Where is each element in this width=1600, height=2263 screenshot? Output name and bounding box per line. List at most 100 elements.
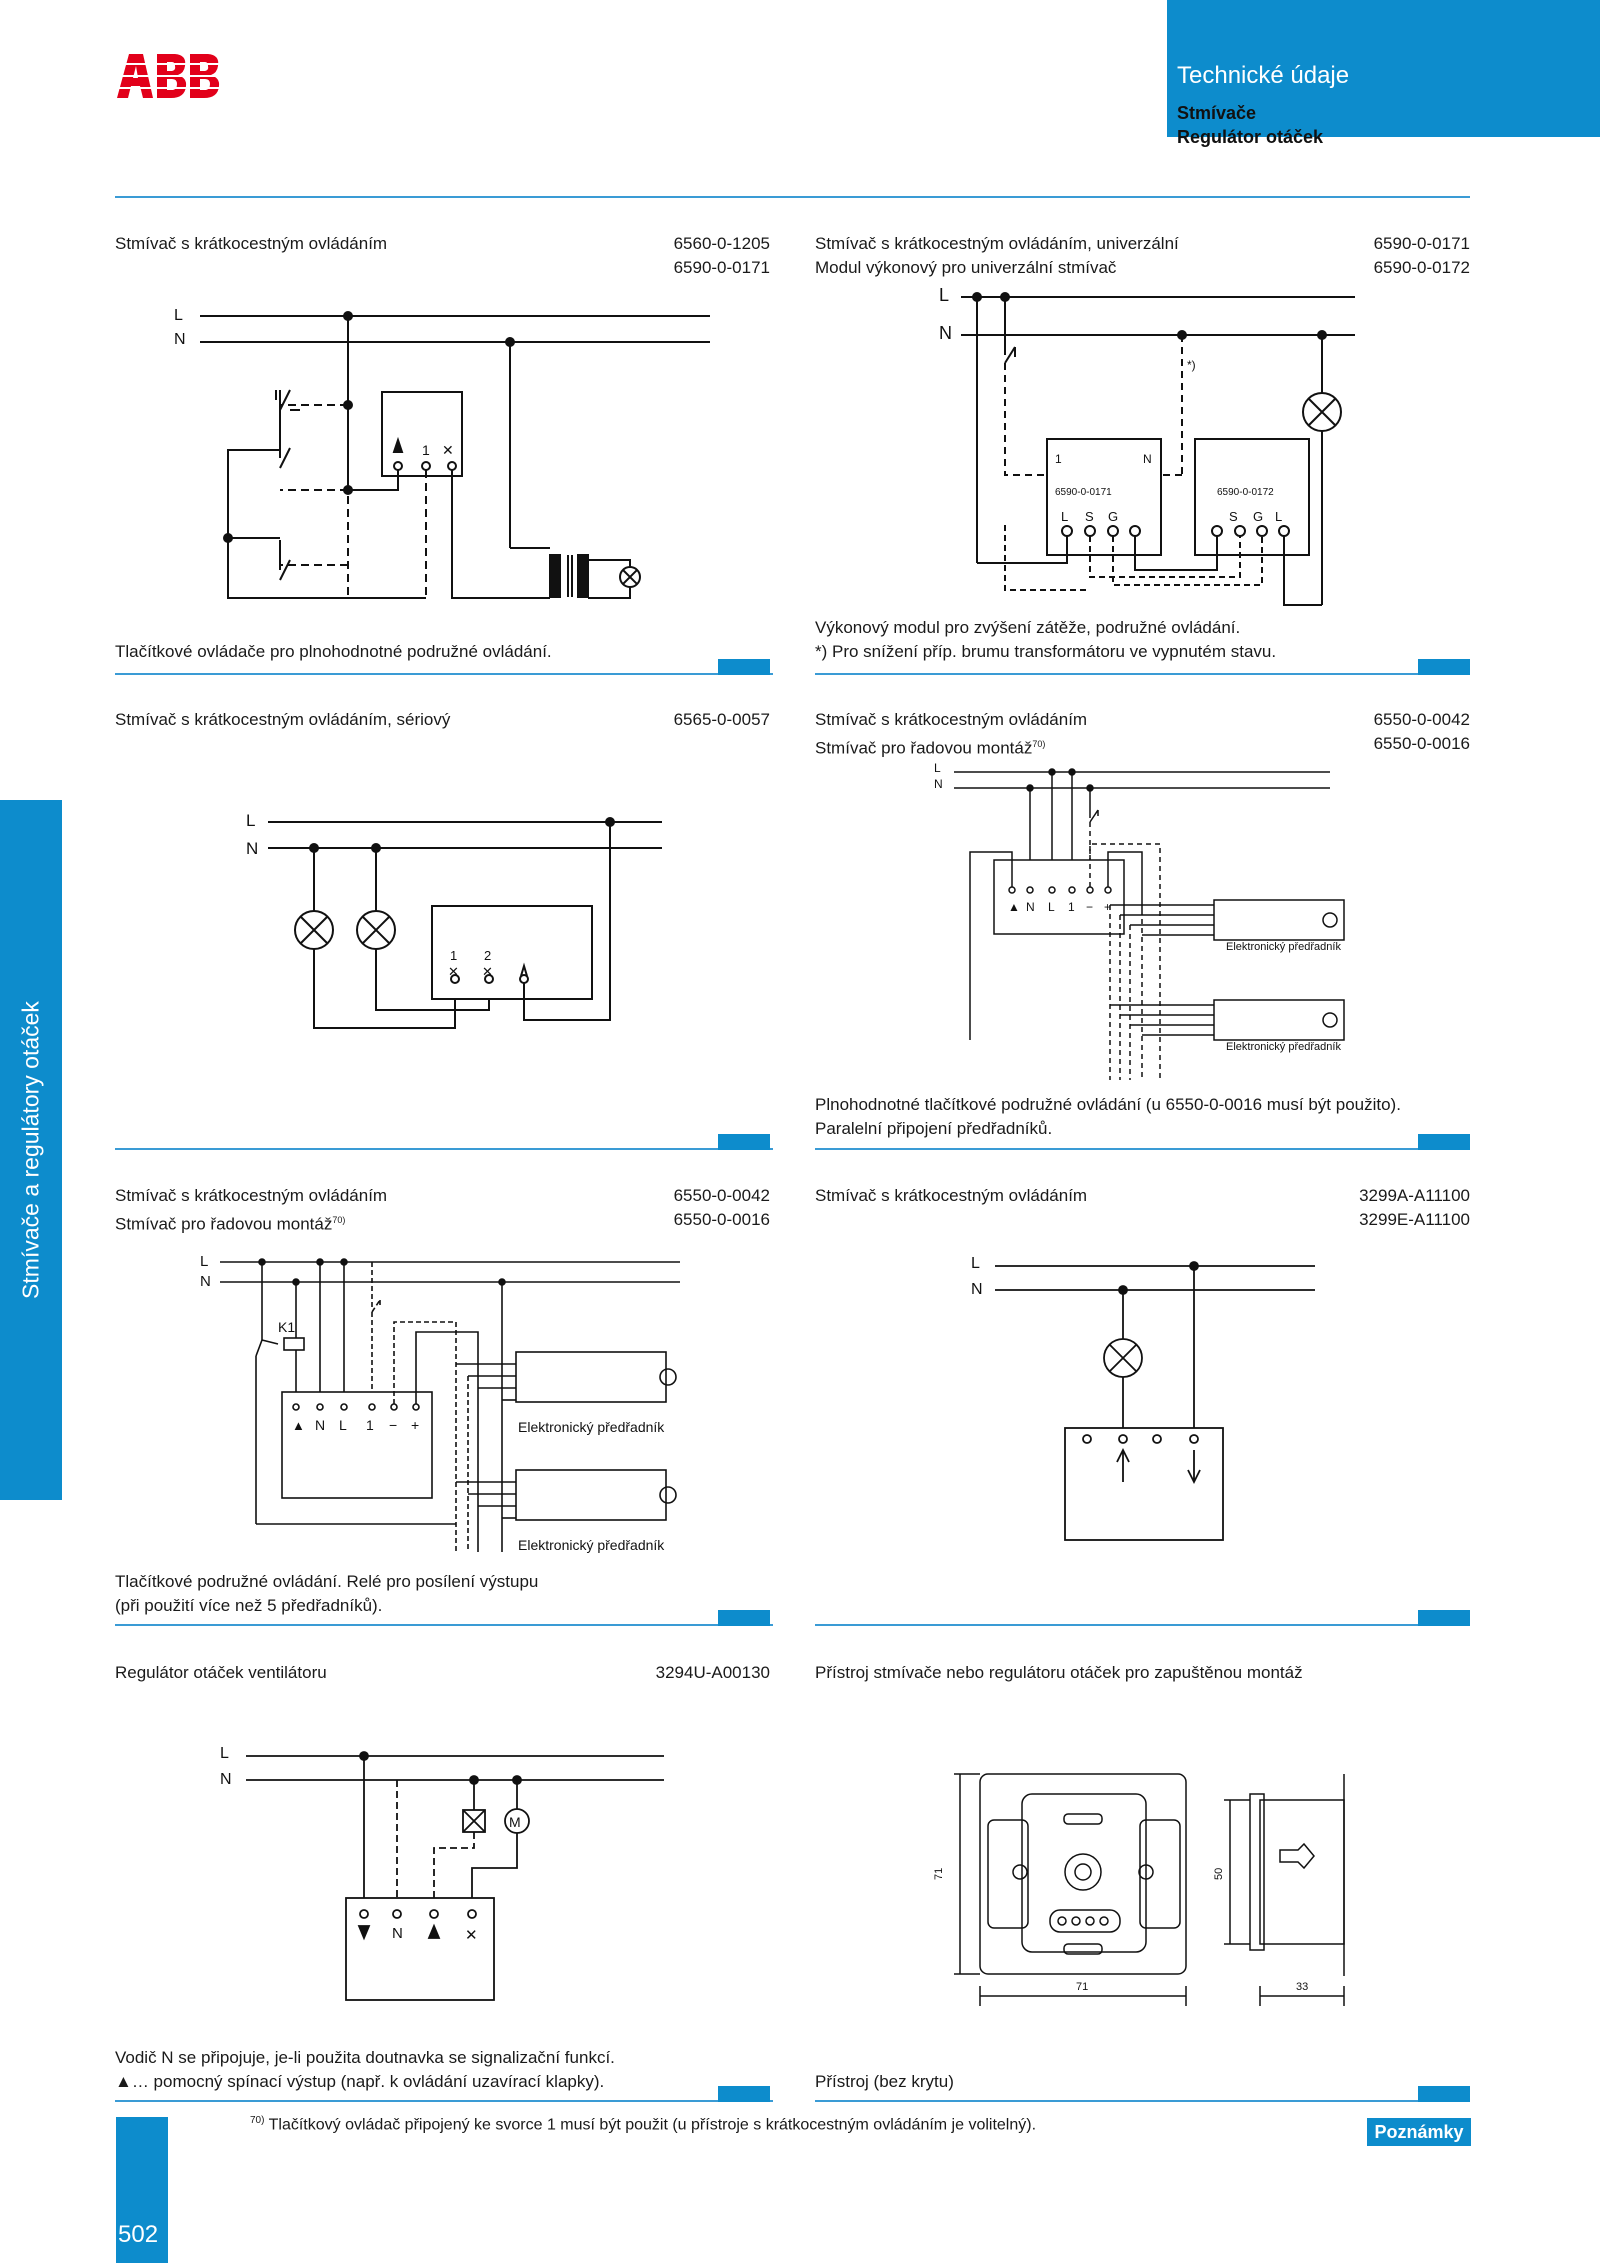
svg-text:L: L: [220, 1745, 229, 1762]
abb-logo: [115, 54, 225, 98]
s7-code1: 3294U-A00130: [655, 1663, 770, 1682]
s7-caption1: Vodič N se připojuje, je-li použita dout…: [115, 2048, 615, 2067]
s3-tab: [718, 1134, 770, 1150]
s6-code2: 3299E-A11100: [1359, 1210, 1470, 1229]
s5-title1: Stmívač s krátkocestným ovládáním: [115, 1186, 388, 1205]
svg-text:+: +: [411, 1417, 419, 1433]
svg-text:Elektronický předřadník: Elektronický předřadník: [518, 1537, 665, 1553]
s4-caption1: Plnohodnotné tlačítkové podružné ovládán…: [815, 1095, 1401, 1114]
s6-wiring-diagram: L N: [971, 1255, 1315, 1541]
svg-text:2: 2: [484, 948, 491, 963]
page-number: 502: [118, 2221, 159, 2248]
svg-text:G: G: [1253, 509, 1263, 524]
svg-text:71: 71: [933, 1868, 945, 1880]
s1-title: Stmívač s krátkocestným ovládáním: [115, 234, 388, 253]
s5-rule: [115, 1624, 773, 1626]
s4-wiring-diagram: L N ▲ N L 1 − + Elektronický předřadník …: [934, 761, 1345, 1080]
s1-caption: Tlačítkové ovládače pro plnohodnotné pod…: [115, 642, 552, 661]
svg-text:▲: ▲: [1008, 900, 1020, 914]
notes-tab[interactable]: Poznámky: [1367, 2118, 1471, 2146]
s3-title: Stmívač s krátkocestným ovládáním, sério…: [115, 710, 451, 729]
svg-text:L: L: [971, 1255, 980, 1272]
svg-text:1: 1: [450, 948, 457, 963]
svg-text:Elektronický předřadník: Elektronický předřadník: [518, 1419, 665, 1435]
svg-text:N: N: [392, 1925, 403, 1942]
s2-caption2: *) Pro snížení příp. brumu transformátor…: [815, 642, 1277, 661]
svg-text:Elektronický předřadník: Elektronický předřadník: [1226, 941, 1341, 953]
s5-code1: 6550-0-0042: [673, 1186, 770, 1205]
s6-tab: [1418, 1610, 1470, 1626]
svg-text:−: −: [1086, 900, 1093, 914]
svg-text:Elektronický předřadník: Elektronický předřadník: [1226, 1041, 1341, 1053]
s8-tab: [1418, 2086, 1470, 2102]
svg-text:S: S: [1229, 509, 1238, 524]
s4-tab: [1418, 1134, 1470, 1150]
svg-text:N: N: [315, 1417, 325, 1433]
s4-title2: Stmívač pro řadovou montáž70): [815, 732, 1045, 761]
svg-text:*): *): [1187, 358, 1196, 372]
header-banner: Technické údaje: [1167, 0, 1600, 137]
s1-rule: [115, 673, 773, 675]
s6-code1: 3299A-A11100: [1359, 1186, 1470, 1205]
s7-rule: [115, 2100, 773, 2102]
s5-title2: Stmívač pro řadovou montáž70): [115, 1208, 345, 1237]
svg-text:50: 50: [1213, 1868, 1225, 1880]
s2-wiring-diagram: L N *) 1 N 6590-0-0171 6590-0-0172 L S G…: [939, 285, 1355, 606]
svg-text:L: L: [1048, 900, 1055, 914]
s4-sup: 70): [1032, 739, 1046, 749]
svg-text:L: L: [200, 1253, 208, 1270]
svg-text:▲: ▲: [292, 1418, 305, 1433]
s5-tab: [718, 1610, 770, 1626]
s2-code1: 6590-0-0171: [1373, 234, 1470, 253]
svg-text:N: N: [246, 839, 258, 858]
svg-text:S: S: [1085, 509, 1094, 524]
footnote: 70) Tlačítkový ovládač připojený ke svor…: [250, 2115, 1036, 2134]
svg-text:L: L: [934, 761, 941, 775]
s4-rule: [815, 1148, 1470, 1150]
header-rule: [115, 196, 1470, 198]
svg-text:−: −: [389, 1417, 397, 1433]
svg-text:✕: ✕: [465, 1927, 478, 1944]
s2-code2: 6590-0-0172: [1373, 258, 1470, 277]
s5-caption1: Tlačítkové podružné ovládání. Relé pro p…: [115, 1572, 539, 1591]
svg-text:L: L: [246, 811, 255, 830]
s5-caption2: (při použití více než 5 předřadníků).: [115, 1596, 383, 1615]
s3-wiring-diagram: L N 1 2 ✕ ✕: [246, 811, 662, 1029]
svg-text:N: N: [939, 323, 952, 343]
svg-text:L: L: [1061, 509, 1068, 524]
s5-wiring-diagram: L N K1 ▲ N L 1 − + Elektronický předřadn…: [200, 1253, 680, 1553]
svg-text:71: 71: [1076, 1981, 1088, 1993]
s3-rule: [115, 1148, 773, 1150]
svg-text:N: N: [934, 777, 943, 791]
svg-text:L: L: [339, 1417, 347, 1433]
svg-text:1: 1: [1068, 900, 1075, 914]
svg-text:6590-0-0172: 6590-0-0172: [1217, 487, 1274, 498]
svg-text:N: N: [1143, 452, 1152, 466]
s3-code1: 6565-0-0057: [673, 710, 770, 729]
s5-title2-text: Stmívač pro řadovou montáž: [115, 1214, 333, 1234]
s6-title: Stmívač s krátkocestným ovládáním: [815, 1186, 1088, 1205]
svg-text:N: N: [1026, 900, 1035, 914]
header-subtitle-1: Stmívače: [1177, 103, 1257, 123]
s7-title: Regulátor otáček ventilátoru: [115, 1663, 327, 1682]
s6-rule: [815, 1624, 1470, 1626]
svg-text:6590-0-0171: 6590-0-0171: [1055, 487, 1112, 498]
s1-tab: [718, 659, 770, 675]
svg-text:33: 33: [1296, 1981, 1308, 1993]
svg-text:K1: K1: [278, 1319, 295, 1335]
s5-code2: 6550-0-0016: [673, 1210, 770, 1229]
svg-text:M: M: [509, 1814, 521, 1830]
s7-caption2: ▲… pomocný spínací výstup (např. k ovlád…: [115, 2072, 605, 2091]
svg-text:+: +: [1104, 900, 1111, 914]
svg-text:L: L: [1275, 509, 1282, 524]
svg-text:N: N: [174, 331, 186, 348]
s2-rule: [815, 673, 1470, 675]
header-subtitle-2: Regulátor otáček: [1177, 127, 1324, 147]
svg-text:N: N: [200, 1273, 211, 1290]
header-title: Technické údaje: [1177, 62, 1350, 89]
page-number-box: 502: [116, 2117, 168, 2263]
svg-text:1: 1: [366, 1417, 374, 1433]
s4-title1: Stmívač s krátkocestným ovládáním: [815, 710, 1088, 729]
svg-text:✕: ✕: [448, 964, 459, 979]
s8-caption: Přístroj (bez krytu): [815, 2072, 954, 2091]
